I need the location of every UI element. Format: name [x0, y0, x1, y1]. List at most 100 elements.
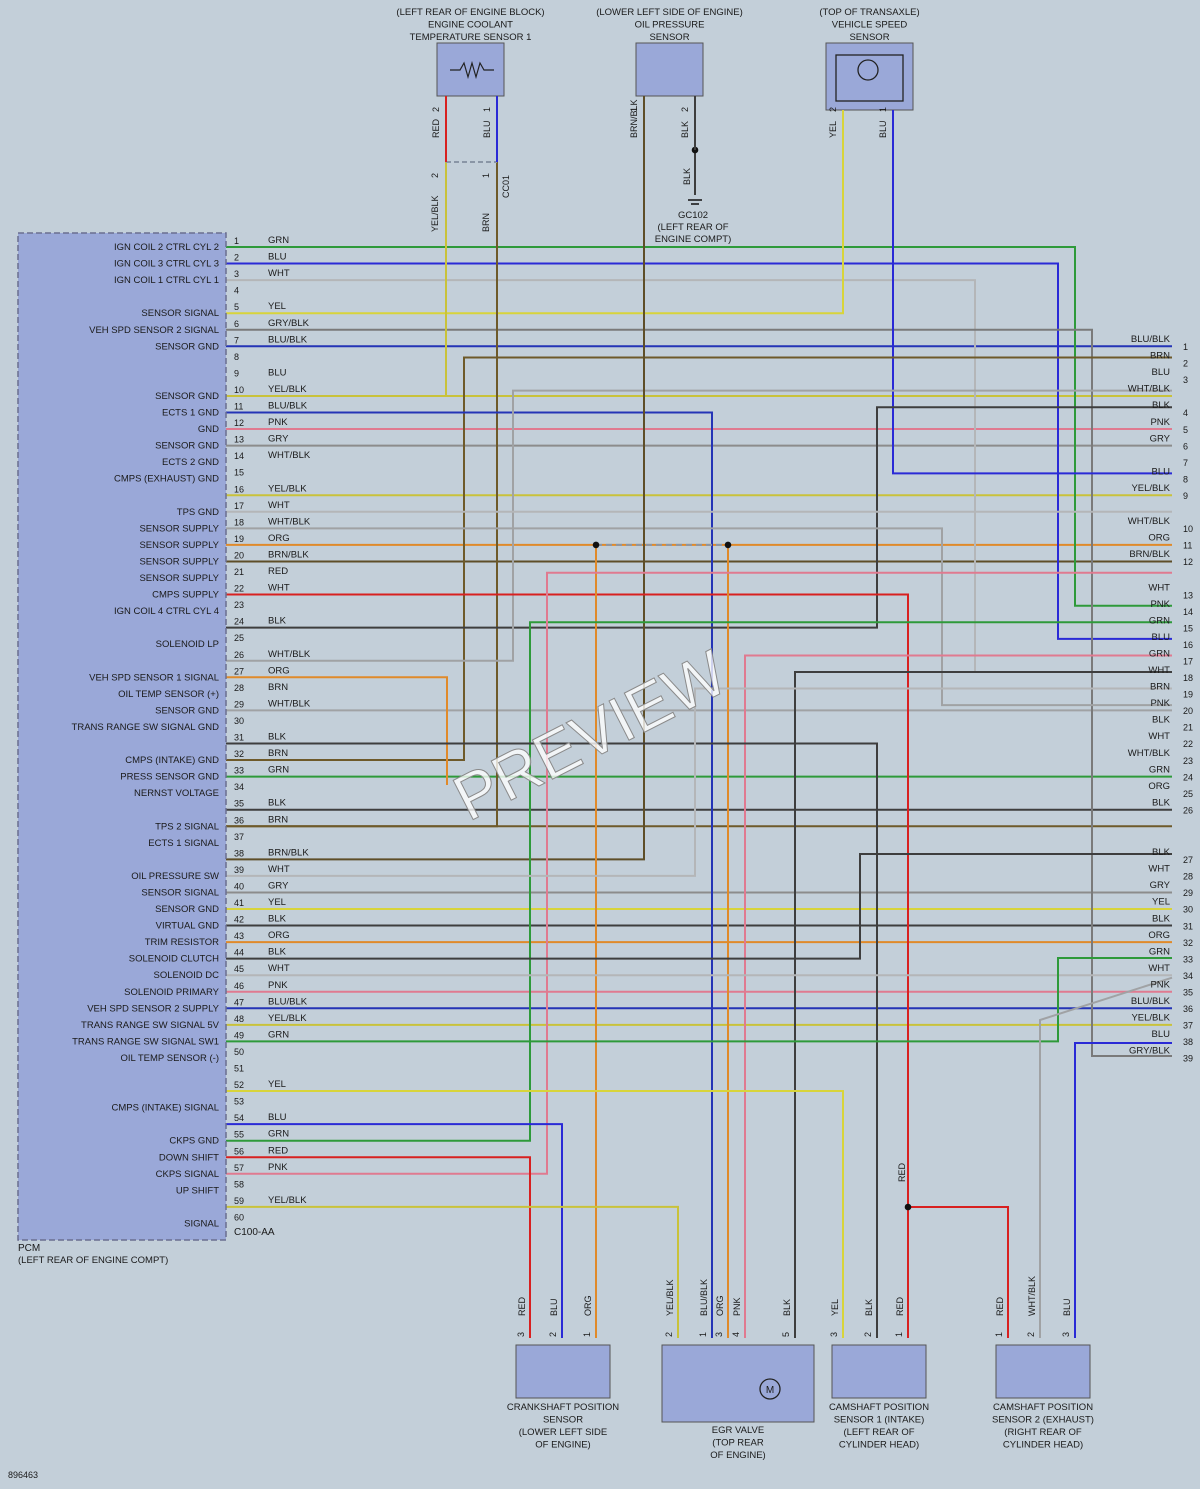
wire-wht — [226, 687, 1172, 877]
pcm-pin-label: SENSOR SUPPLY — [139, 573, 219, 584]
component-title: OIL PRESSURE — [635, 20, 705, 31]
component-pin-number: 2 — [1026, 1332, 1036, 1337]
pcm-pin-number: 34 — [234, 782, 244, 792]
component-wire-label: BLK — [782, 1299, 792, 1316]
pcm-wire-label: BLK — [268, 947, 287, 958]
wire-blu — [226, 262, 1172, 640]
pcm-pin-number: 55 — [234, 1130, 244, 1140]
right-wire-label: BLK — [1152, 797, 1171, 808]
right-pin-number: 19 — [1183, 690, 1193, 700]
right-wire-label: GRN — [1149, 764, 1170, 775]
pcm-pin-number: 50 — [234, 1047, 244, 1057]
pcm-wire-label: BLU/BLK — [268, 401, 308, 412]
pcm-pin-number: 4 — [234, 286, 239, 296]
pcm-pin-number: 12 — [234, 418, 244, 428]
pcm-pin-number: 3 — [234, 269, 239, 279]
pcm-pin-label: OIL TEMP SENSOR (+) — [118, 689, 219, 700]
pcm-pin-number: 31 — [234, 733, 244, 743]
component-title: (TOP OF TRANSAXLE) — [819, 7, 919, 18]
component-title: CYLINDER HEAD) — [1003, 1440, 1083, 1451]
pcm-pin-label: SENSOR GND — [155, 904, 219, 915]
pcm-pin-label: VEH SPD SENSOR 2 SUPPLY — [87, 1003, 219, 1014]
wire-yel — [226, 1090, 844, 1338]
pcm-wire-label: PNK — [268, 1162, 288, 1173]
pcm-pin-label: SENSOR GND — [155, 705, 219, 716]
pcm-pin-label: IGN COIL 1 CTRL CYL 1 — [114, 275, 219, 286]
pcm-pin-number: 7 — [234, 335, 239, 345]
pcm-pin-label: CKPS SIGNAL — [156, 1169, 219, 1180]
wire-red — [226, 593, 909, 1338]
pcm-wire-label: BLU/BLK — [268, 996, 308, 1007]
pcm-pin-label: CMPS (INTAKE) GND — [125, 755, 219, 766]
wire-blu-blk — [226, 411, 713, 1338]
component-wire-label: RED — [517, 1296, 527, 1316]
wire-blu — [1074, 1042, 1172, 1338]
pcm-wire-label: WHT/BLK — [268, 516, 311, 527]
right-wire-label: BRN — [1150, 351, 1170, 362]
wire-brn — [226, 356, 1172, 762]
pcm-pin-label: VEH SPD SENSOR 2 SIGNAL — [89, 325, 219, 336]
pcm-pin-number: 22 — [234, 584, 244, 594]
component-pin-number: 2 — [431, 107, 441, 112]
pcm-pin-number: 14 — [234, 451, 244, 461]
pcm-box — [17, 232, 227, 1241]
pcm-connector-name: C100-AA — [234, 1227, 275, 1238]
top-component-ops: (LOWER LEFT SIDE OF ENGINE)OIL PRESSURES… — [596, 7, 743, 245]
pcm-pin-number: 8 — [234, 352, 239, 362]
pcm-pin-label: ECTS 1 GND — [162, 408, 219, 419]
figure-id: 896463 — [8, 1470, 38, 1480]
pcm-pin-number: 44 — [234, 948, 244, 958]
pcm-wire-label: YEL/BLK — [268, 384, 307, 395]
right-pin-number: 10 — [1183, 524, 1193, 534]
right-wire-label: WHT/BLK — [1128, 384, 1171, 395]
pcm-wire-label: BLK — [268, 732, 287, 743]
component-pin-number: 1 — [994, 1332, 1004, 1337]
pcm-pin-number: 23 — [234, 600, 244, 610]
pcm-wire-label: GRN — [268, 235, 289, 246]
right-pin-number: 4 — [1183, 408, 1188, 418]
pcm-wire-label: ORG — [268, 665, 290, 676]
pcm-pin-number: 29 — [234, 699, 244, 709]
pcm-wire-label: ORG — [268, 930, 290, 941]
pcm-pin-number: 6 — [234, 319, 239, 329]
right-wire-label: PNK — [1150, 599, 1170, 610]
pcm-pin-number: 17 — [234, 501, 244, 511]
pcm-pin-number: 18 — [234, 517, 244, 527]
wire-red — [226, 1156, 531, 1338]
wire-brn — [226, 110, 498, 828]
pcm-pin-label: VEH SPD SENSOR 1 SIGNAL — [89, 672, 219, 683]
pcm-pin-label: OIL TEMP SENSOR (-) — [120, 1053, 219, 1064]
wire-blu — [892, 115, 1172, 475]
right-wire-label: ORG — [1148, 533, 1170, 544]
pcm-pin-label: SENSOR GND — [155, 391, 219, 402]
right-wire-label: BLK — [1152, 715, 1171, 726]
component-wire-label: BLK — [864, 1299, 874, 1316]
right-pin-number: 16 — [1183, 640, 1193, 650]
component-pin-number: 1 — [698, 1332, 708, 1337]
pcm-pin-number: 2 — [234, 253, 239, 263]
pcm-pin-number: 51 — [234, 1064, 244, 1074]
pcm-pin-number: 41 — [234, 898, 244, 908]
right-pin-number: 25 — [1183, 789, 1193, 799]
component-wire-label: RED — [431, 118, 441, 138]
right-wire-label: BLU/BLK — [1131, 996, 1171, 1007]
pcm-wire-label: ORG — [268, 533, 290, 544]
pcm-wire-label: WHT — [268, 268, 290, 279]
pcm-pin-label: SENSOR SIGNAL — [141, 308, 219, 319]
pcm-pin-number: 57 — [234, 1163, 244, 1173]
pcm-wire-label: WHT — [268, 500, 290, 511]
component-lower-pin-number: 2 — [430, 173, 440, 178]
right-pin-number: 9 — [1183, 491, 1188, 501]
pcm-wire-label: BRN/BLK — [268, 549, 309, 560]
right-pin-number: 6 — [1183, 441, 1188, 451]
right-pin-number: 14 — [1183, 607, 1193, 617]
pcm-wire-label: YEL — [268, 1079, 286, 1090]
pcm-wire-label: YEL/BLK — [268, 1013, 307, 1024]
pcm-pin-number: 54 — [234, 1113, 244, 1123]
component-wire-label: BRN/BLK — [629, 99, 639, 138]
right-wire-label: GRY — [1150, 433, 1171, 444]
pcm-pin-number: 1 — [234, 236, 239, 246]
